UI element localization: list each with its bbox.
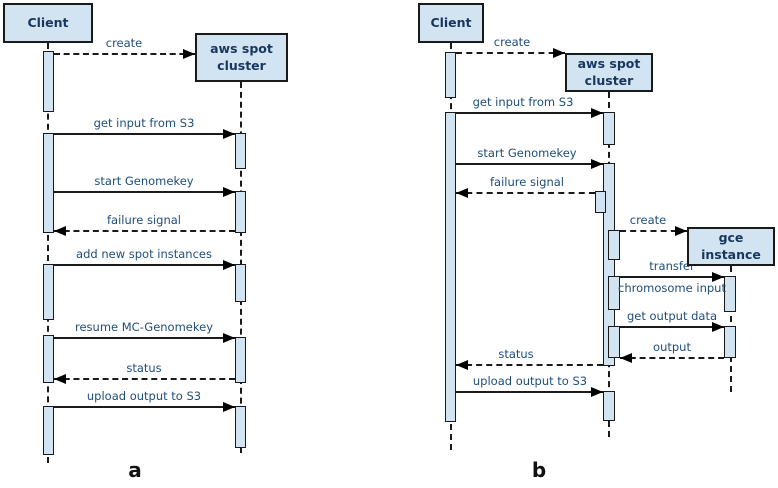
message-label: start Genomekey — [477, 146, 577, 160]
activation-bar — [595, 191, 606, 213]
message-line — [456, 192, 595, 194]
actor-label: aws spot cluster — [577, 56, 641, 88]
message-line — [456, 163, 603, 165]
arrowhead-icon — [712, 322, 724, 332]
activation-bar — [608, 276, 620, 310]
message-line — [456, 112, 603, 114]
message-line — [54, 53, 195, 55]
activation-bar — [445, 112, 456, 422]
message-line — [456, 52, 565, 54]
arrowhead-icon — [223, 129, 235, 139]
message-label: failure signal — [107, 213, 181, 227]
activation-bar — [603, 391, 615, 421]
arrowhead-icon — [54, 374, 66, 384]
message-label: get output data — [626, 309, 718, 323]
activation-bar — [235, 406, 246, 448]
arrowhead-icon — [456, 188, 468, 198]
message-label: create — [493, 35, 531, 49]
activation-bar — [608, 326, 620, 358]
arrowhead-icon — [675, 226, 687, 236]
actor-box-aws-spot-cluster-b: aws spot cluster — [565, 53, 653, 92]
arrowhead-icon — [183, 49, 195, 59]
arrowhead-icon — [620, 353, 632, 363]
arrowhead-icon — [223, 260, 235, 270]
arrowhead-icon — [591, 108, 603, 118]
message-label: start Genomekey — [94, 174, 194, 188]
arrowhead-icon — [54, 226, 66, 236]
actor-box-gce-instance-b: gce instance — [687, 227, 775, 266]
activation-bar — [43, 335, 54, 383]
message-label: create — [629, 213, 667, 227]
message-line — [456, 391, 603, 393]
activation-bar — [43, 406, 54, 455]
activation-bar — [235, 191, 246, 233]
message-line — [54, 406, 235, 408]
message-line — [54, 230, 235, 232]
arrowhead-icon — [553, 48, 565, 58]
message-line — [456, 364, 603, 366]
activation-bar — [43, 133, 54, 233]
message-label: chromosome input — [618, 281, 726, 295]
activation-bar — [608, 230, 620, 260]
arrowhead-icon — [591, 387, 603, 397]
message-label: transfer — [649, 259, 695, 273]
message-label: get input from S3 — [93, 116, 195, 130]
actor-label: gce instance — [701, 230, 761, 262]
message-label: output — [653, 340, 691, 354]
actor-label: aws spot cluster — [210, 41, 273, 73]
activation-bar — [445, 52, 456, 98]
actor-label: Client — [27, 14, 69, 30]
actor-box-aws-spot-cluster-a: aws spot cluster — [195, 33, 288, 82]
actor-label: Client — [430, 14, 472, 30]
activation-bar — [603, 112, 615, 145]
message-label: resume MC-Genomekey — [74, 320, 214, 334]
activation-bar — [43, 264, 54, 320]
actor-box-client-b: Client — [418, 3, 484, 43]
activation-bar — [235, 264, 246, 302]
arrowhead-icon — [456, 360, 468, 370]
arrowhead-icon — [591, 159, 603, 169]
lifeline-client-a — [47, 43, 49, 463]
arrowhead-icon — [223, 402, 235, 412]
message-label: upload output to S3 — [472, 374, 588, 388]
activation-bar — [603, 163, 615, 366]
message-line — [620, 326, 724, 328]
message-line — [54, 378, 235, 380]
panel-caption-a: a — [128, 458, 142, 482]
message-line — [620, 230, 687, 232]
message-label: get input from S3 — [472, 95, 574, 109]
activation-bar — [235, 337, 246, 383]
message-line — [54, 191, 235, 193]
panel-caption-b: b — [531, 458, 547, 482]
activation-bar — [235, 133, 246, 169]
message-label: status — [498, 347, 534, 361]
activation-bar — [724, 276, 736, 312]
arrowhead-icon — [223, 333, 235, 343]
arrowhead-icon — [223, 187, 235, 197]
message-line — [54, 264, 235, 266]
message-label: status — [126, 361, 162, 375]
actor-box-client-a: Client — [3, 3, 93, 43]
message-line — [620, 276, 724, 278]
message-line — [620, 357, 724, 359]
arrowhead-icon — [712, 272, 724, 282]
message-label: upload output to S3 — [86, 389, 202, 403]
activation-bar — [43, 51, 54, 112]
message-label: failure signal — [490, 175, 564, 189]
message-line — [54, 133, 235, 135]
message-label: add new spot instances — [76, 247, 212, 261]
activation-bar — [724, 326, 736, 358]
message-label: create — [105, 36, 143, 50]
message-line — [54, 337, 235, 339]
